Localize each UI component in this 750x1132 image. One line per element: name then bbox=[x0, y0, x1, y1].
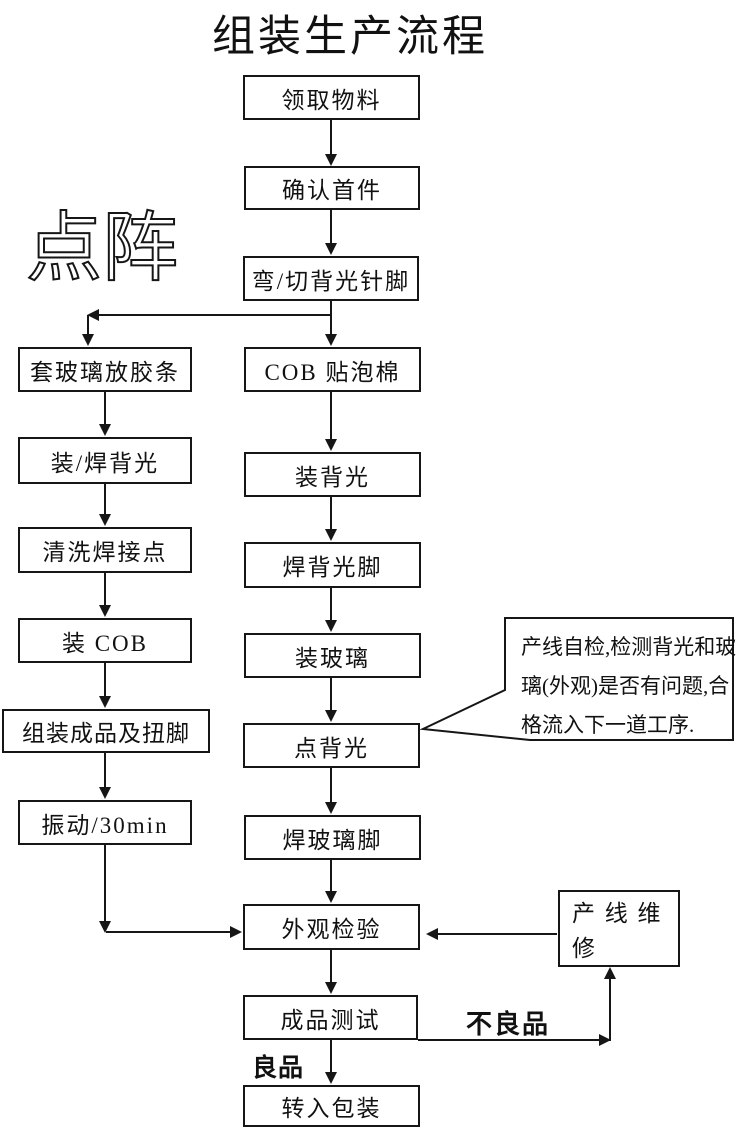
step-glass-sleeve-adhesive-strip: 套玻璃放胶条 bbox=[18, 347, 192, 392]
arrow-assemble-to-vibrate bbox=[99, 753, 111, 799]
step-solder-glass-pins: 焊玻璃脚 bbox=[244, 815, 421, 860]
step-label: 领取物料 bbox=[281, 87, 382, 113]
step-label: 装 COB bbox=[61, 630, 149, 656]
step-label: 组装成品及扭脚 bbox=[22, 721, 190, 746]
defective-label: 不良品 bbox=[466, 1009, 551, 1039]
arrow-solder-to-install-glass bbox=[325, 588, 337, 632]
arrow-test-to-packaging bbox=[325, 1040, 337, 1084]
step-label: 焊玻璃脚 bbox=[282, 827, 383, 853]
step-transfer-packaging: 转入包装 bbox=[243, 1085, 420, 1127]
callout-line: 格流入下一道工序. bbox=[521, 713, 695, 737]
arrow-install-backlight-to-solder bbox=[325, 497, 337, 541]
arrow-vibrate-to-inspection bbox=[99, 845, 242, 938]
step-label: 焊背光脚 bbox=[282, 555, 383, 580]
step-cob-foam: COB 贴泡棉 bbox=[244, 347, 421, 392]
diagram-title: 组装生产流程 bbox=[212, 14, 488, 61]
step-solder-backlight-pins: 焊背光脚 bbox=[244, 542, 421, 588]
repair-label-line: 修 bbox=[572, 936, 597, 961]
step-assemble-product-twist-pins: 组装成品及扭脚 bbox=[2, 709, 210, 753]
step-install-solder-backlight: 装/焊背光 bbox=[18, 437, 192, 484]
wordart-text: 点阵 bbox=[26, 207, 178, 291]
arrow-inspection-to-test bbox=[325, 950, 337, 994]
step-light-backlight-check: 点背光 bbox=[243, 723, 420, 768]
arrow-clean-to-cob bbox=[99, 573, 111, 617]
step-label: 装玻璃 bbox=[295, 645, 370, 671]
arrow-cob-to-assemble bbox=[99, 663, 111, 708]
arrow-confirm-to-bend bbox=[325, 210, 337, 255]
step-visual-inspection: 外观检验 bbox=[243, 904, 420, 950]
step-install-cob: 装 COB bbox=[18, 618, 192, 663]
arrow-light-to-solder-glass bbox=[325, 768, 337, 814]
step-label: 清洗焊接点 bbox=[42, 540, 168, 565]
step-confirm-first-article: 确认首件 bbox=[244, 166, 420, 210]
callout-line: 璃(外观)是否有问题,合 bbox=[521, 674, 730, 698]
arrow-receive-to-confirm bbox=[325, 120, 337, 166]
step-label: 装背光 bbox=[295, 464, 370, 490]
wordart-dot-matrix: 点阵 bbox=[25, 206, 179, 292]
step-label: 弯/切背光针脚 bbox=[251, 268, 411, 294]
callout-line: 产线自检,检测背光和玻 bbox=[521, 635, 737, 659]
step-receive-materials: 领取物料 bbox=[243, 75, 420, 120]
arrow-solder-glass-to-inspection bbox=[325, 860, 337, 903]
callout-note: 产线自检,检测背光和玻 璃(外观)是否有问题,合 格流入下一道工序. bbox=[505, 618, 737, 745]
step-install-glass: 装玻璃 bbox=[244, 633, 421, 678]
step-label: COB 贴泡棉 bbox=[264, 359, 401, 385]
step-install-backlight: 装背光 bbox=[244, 452, 421, 497]
step-label: 振动/30min bbox=[41, 812, 169, 838]
step-clean-solder-joints: 清洗焊接点 bbox=[18, 527, 192, 573]
arrow-install-to-clean bbox=[99, 484, 111, 526]
arrow-test-to-repair bbox=[418, 967, 616, 1046]
arrow-install-glass-to-light bbox=[325, 678, 337, 722]
step-label: 套玻璃放胶条 bbox=[30, 359, 180, 385]
branch-to-left-column bbox=[82, 309, 331, 346]
arrow-sleeve-to-install bbox=[99, 392, 111, 436]
arrow-bend-to-cob bbox=[325, 301, 337, 346]
arrow-cob-to-install-backlight bbox=[325, 392, 337, 451]
repair-station-box: 产 线 维 修 bbox=[558, 890, 680, 967]
step-bend-cut-backlight-pins: 弯/切背光针脚 bbox=[243, 256, 419, 301]
step-label: 点背光 bbox=[294, 735, 369, 761]
step-label: 外观检验 bbox=[281, 917, 382, 942]
step-vibration-30min: 振动/30min bbox=[18, 800, 192, 845]
good-label: 良品 bbox=[252, 1054, 305, 1082]
step-label: 确认首件 bbox=[282, 178, 382, 203]
repair-label-line: 产 线 维 bbox=[572, 901, 663, 926]
arrow-repair-to-inspection bbox=[426, 928, 557, 940]
step-label: 装/焊背光 bbox=[50, 450, 160, 476]
step-label: 成品测试 bbox=[280, 1007, 381, 1033]
step-final-test: 成品测试 bbox=[243, 995, 418, 1040]
step-label: 转入包装 bbox=[281, 1096, 382, 1121]
